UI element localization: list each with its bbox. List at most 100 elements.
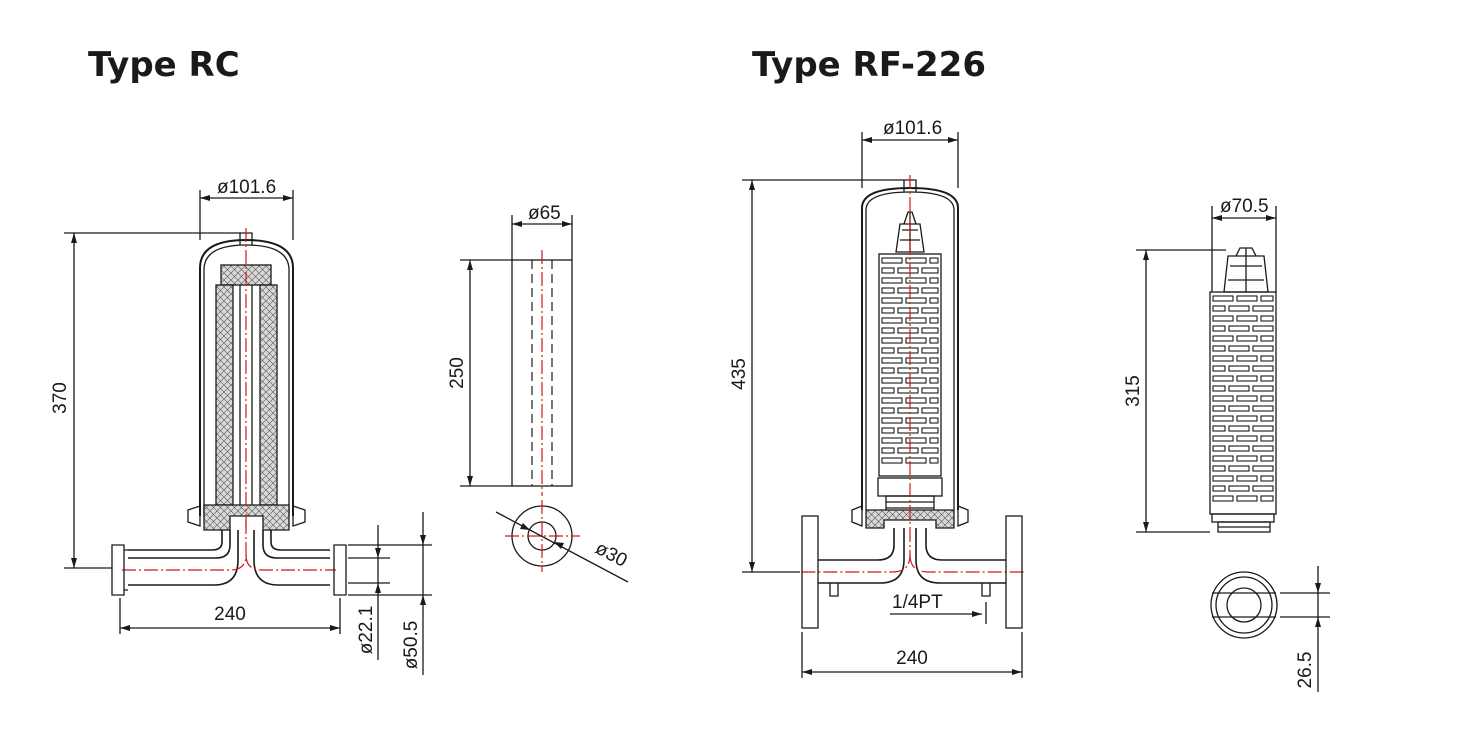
cartridge-slot [905,277,927,284]
cartridge-slot [881,387,895,394]
cartridge-slot [881,437,903,444]
cartridge-slot [921,307,939,314]
cartridge-slot [1212,495,1234,502]
cartridge-slot [1212,325,1226,332]
rf-housing-diameter-label: ø101.6 [883,118,942,139]
cartridge-slot [1236,435,1258,442]
cartridge-slot [905,417,927,424]
cartridge-slot [1236,335,1258,342]
cartridge-slot [881,447,895,454]
rc-inner-pipe-label: ø22.1 [356,606,377,655]
cartridge-slot [881,457,903,464]
cartridge-slot [881,307,895,314]
cartridge-slot [881,317,903,324]
cartridge-slot [881,357,903,364]
rc-width-label: 240 [214,604,246,625]
cartridge-slot [929,317,939,324]
cartridge-slot [1212,435,1234,442]
cartridge-slot [1236,415,1258,422]
cartridge-slot [905,337,927,344]
cartridge-slot [905,457,927,464]
cartridge-slot [897,347,919,354]
cartridge-slot [905,297,927,304]
cartridge-slot [881,367,895,374]
cartridge-slot [905,377,927,384]
rf-width-label: 240 [896,648,928,669]
cartridge-slot [1260,475,1274,482]
cartridge-slot [921,387,939,394]
cartridge-slot [1228,365,1250,372]
rf-height-label: 435 [729,358,750,390]
cartridge-slot [1236,355,1258,362]
cartridge-slot [1212,475,1234,482]
rf-cartridge-thread-label: 26.5 [1295,652,1316,689]
cartridge-slot [897,327,919,334]
cartridge-slot [1228,385,1250,392]
cartridge-slot [881,287,895,294]
cartridge-slot [1236,375,1258,382]
cartridge-slot [897,407,919,414]
cartridge-slot [1236,295,1258,302]
cartridge-slot [1260,335,1274,342]
cartridge-slot [881,277,903,284]
cartridge-slot [1252,365,1274,372]
cartridge-slot [1212,415,1234,422]
cartridge-slot [1252,325,1274,332]
cartridge-slot [929,357,939,364]
cartridge-slot [921,427,939,434]
cartridge-slot [1252,485,1274,492]
cartridge-slot [1252,405,1274,412]
cartridge-slot [905,357,927,364]
cartridge-slot [897,447,919,454]
cartridge-slot [1252,345,1274,352]
cartridge-slot [1228,485,1250,492]
cartridge-slot [881,377,903,384]
cartridge-slot [1228,405,1250,412]
type-rc-title: Type RC [88,45,240,85]
cartridge-slot [1228,425,1250,432]
cartridge-slot [881,267,895,274]
cartridge-slot [1252,445,1274,452]
cartridge-slot [1260,295,1274,302]
cartridge-slot [1212,375,1234,382]
cartridge-slot [897,367,919,374]
cartridge-slot [929,337,939,344]
cartridge-slot [929,417,939,424]
rc-housing-base [203,504,290,531]
cartridge-slot [1236,395,1258,402]
cartridge-slot [1212,455,1234,462]
cartridge-slot [1228,445,1250,452]
rf-housing: 1/4PT [800,175,1024,629]
cartridge-slot [897,287,919,294]
cartridge-slot [1212,305,1226,312]
rc-cartridge-diameter-label: ø65 [528,203,561,224]
cartridge-slot [1212,425,1226,432]
rc-housing-diameter-label: ø101.6 [217,177,276,198]
cartridge-slot [881,417,903,424]
cartridge-slot [929,297,939,304]
cartridge-slot [1212,385,1226,392]
rc-cartridge-wall-left [215,284,234,506]
cartridge-slot [1212,365,1226,372]
cartridge-slot [921,327,939,334]
cartridge-slot [1212,295,1234,302]
rf-cartridge-length-label: 315 [1123,375,1144,407]
cartridge-slot [1228,465,1250,472]
rc-cartridge-length-label: 250 [447,357,468,389]
cartridge-slot [881,427,895,434]
cartridge-slot [1228,325,1250,332]
cartridge-slot [1252,465,1274,472]
cartridge-slot [1228,305,1250,312]
rf-cartridge-diameter-label: ø70.5 [1220,196,1269,217]
rc-dimensions: ø101.6 370 240 ø22.1 ø50.5 [50,177,432,675]
cartridge-slot [1236,495,1258,502]
cartridge-slot [1212,465,1226,472]
cartridge-slot [897,307,919,314]
cartridge-slot [897,387,919,394]
cartridge-slot [1212,395,1234,402]
cartridge-slot [881,327,895,334]
cartridge-slot [1252,305,1274,312]
cartridge-slot [1212,485,1226,492]
cartridge-slot [881,397,903,404]
